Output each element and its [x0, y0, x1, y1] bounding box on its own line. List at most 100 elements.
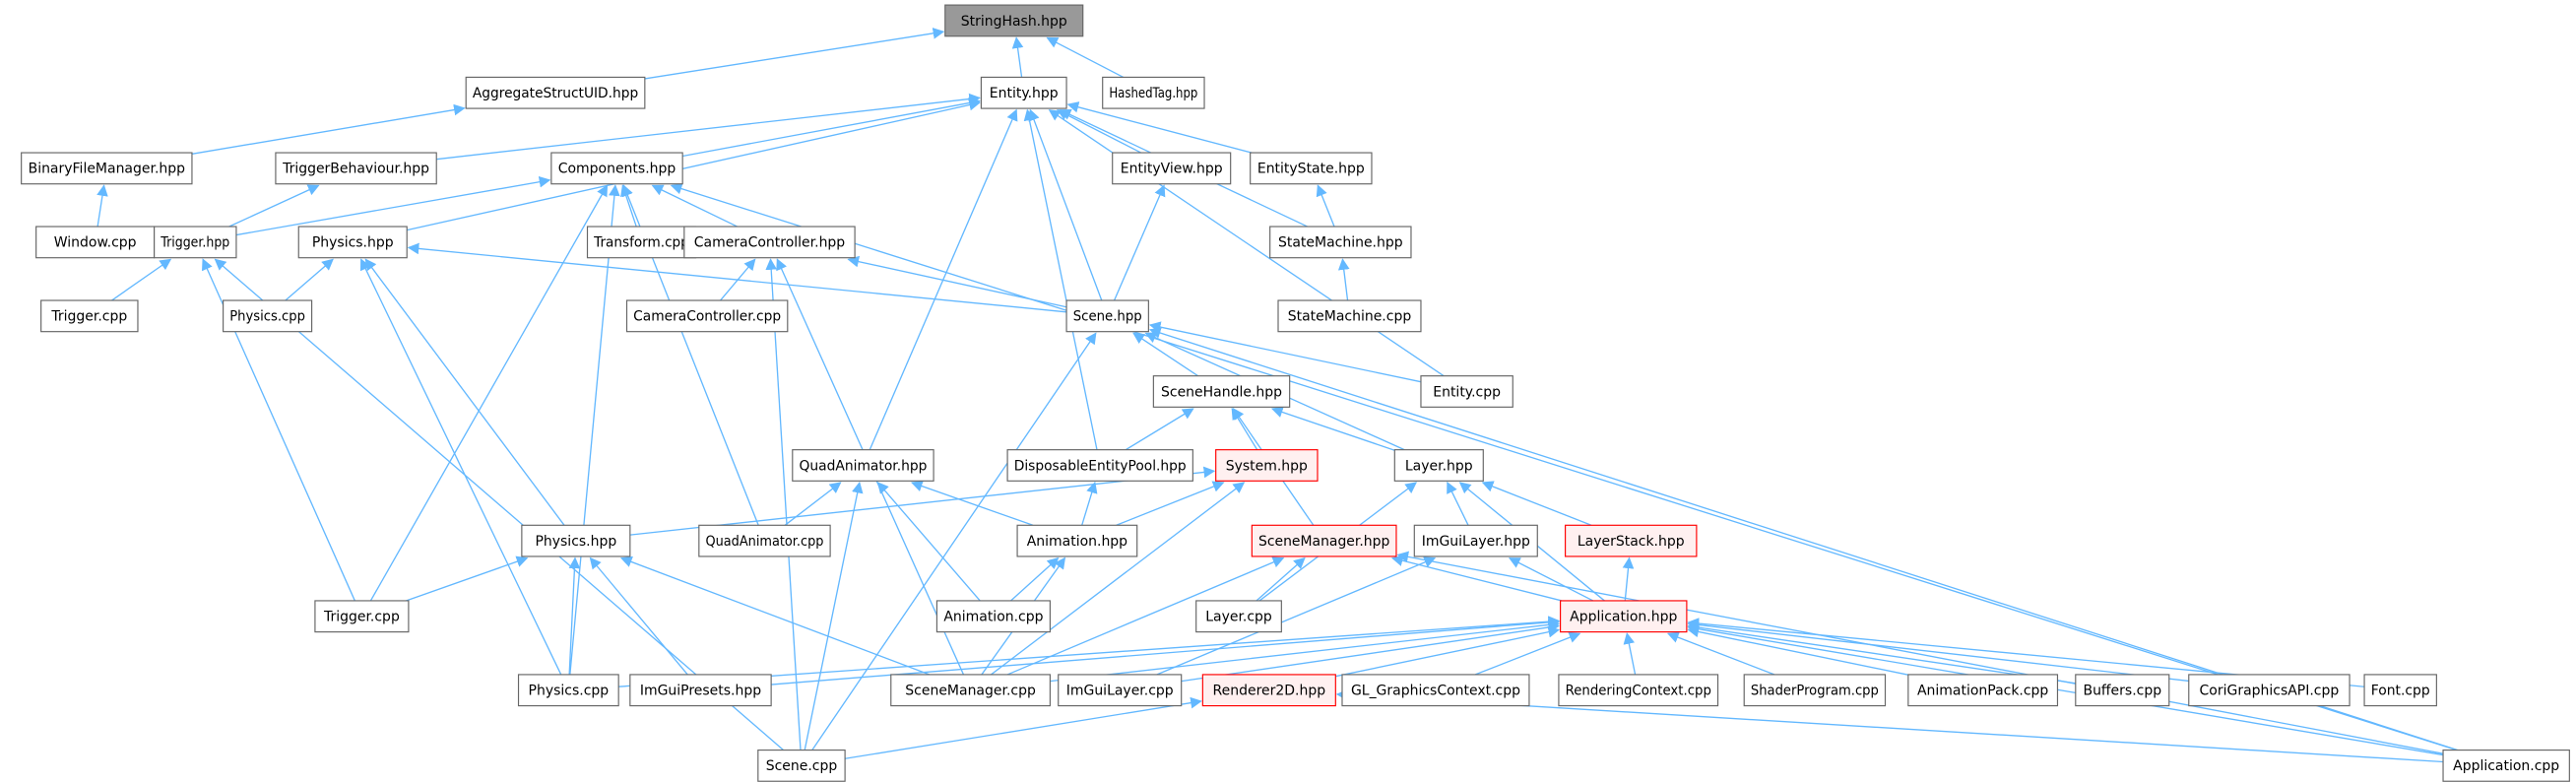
edge-systemhpp-includes-scenehandle — [1231, 408, 1258, 450]
node-box — [1102, 76, 1205, 109]
node-physicscpp2[interactable]: Physics.cpp — [517, 674, 619, 707]
edge-scenemgrcpp-includes-scenemgrhpp — [1006, 556, 1285, 676]
edge-scenehpp-includes-camctrlhpp — [847, 255, 1067, 308]
edge-animationhpp-includes-systemhpp — [1116, 481, 1225, 526]
node-triggerbeh[interactable]: TriggerBehaviour.hpp — [275, 152, 437, 185]
edge-transformcpp-includes-components — [620, 184, 637, 228]
node-label: ImGuiLayer.hpp — [1422, 534, 1530, 550]
node-triggercpp2[interactable]: Trigger.cpp — [314, 600, 410, 633]
edge-scenecpp-includes-renderer2d — [845, 696, 1202, 759]
node-physicshpp2[interactable]: Physics.hpp — [521, 524, 631, 557]
node-box — [1250, 152, 1373, 185]
node-statemachinecpp[interactable]: StateMachine.cpp — [1277, 299, 1422, 333]
edge-components-includes-entity — [682, 97, 981, 158]
edge-triggercpp1-includes-triggerhpp — [111, 258, 172, 301]
node-label: CoriGraphicsAPI.cpp — [2200, 684, 2340, 699]
node-binaryfm[interactable]: BinaryFileManager.hpp — [21, 152, 193, 185]
node-entityview[interactable]: EntityView.hpp — [1112, 152, 1232, 185]
edge-binaryfm-includes-aggregate — [191, 103, 466, 155]
node-imguipresets[interactable]: ImGuiPresets.hpp — [629, 674, 772, 707]
node-entitystate[interactable]: EntityState.hpp — [1250, 152, 1373, 185]
node-layerstack[interactable]: LayerStack.hpp — [1565, 524, 1698, 557]
node-layercpp[interactable]: Layer.cpp — [1195, 600, 1282, 633]
node-scenecpp[interactable]: Scene.cpp — [757, 749, 846, 782]
node-box — [517, 674, 619, 707]
node-box — [1341, 674, 1530, 707]
edge-physicscpp2-includes-physicshpp1 — [359, 258, 562, 676]
node-scenemgrhpp[interactable]: SceneManager.hpp — [1251, 524, 1397, 557]
node-imguilayerhpp[interactable]: ImGuiLayer.hpp — [1413, 524, 1538, 557]
edge-imguilayercpp-includes-imguilayerhpp — [1156, 556, 1437, 676]
node-box — [1251, 524, 1397, 557]
node-scenehandle[interactable]: SceneHandle.hpp — [1152, 375, 1291, 408]
node-triggercpp1[interactable]: Trigger.cpp — [40, 299, 139, 333]
node-label: Physics.cpp — [229, 309, 305, 325]
node-box — [2442, 749, 2570, 782]
node-triggerhpp[interactable]: Trigger.hpp — [154, 226, 237, 259]
node-windowcpp[interactable]: Window.cpp — [35, 226, 156, 259]
node-animpack[interactable]: AnimationPack.cpp — [1907, 674, 2059, 707]
node-label: Entity.hpp — [990, 86, 1059, 101]
node-animationcpp[interactable]: Animation.cpp — [935, 600, 1051, 633]
node-animationhpp[interactable]: Animation.hpp — [1016, 524, 1138, 557]
edge-triggercpp2-includes-physicshpp2 — [406, 555, 529, 602]
node-entity[interactable]: Entity.hpp — [980, 76, 1067, 109]
edge-scenemgrcpp-includes-physicshpp2 — [619, 555, 930, 676]
node-quadanimcpp[interactable]: QuadAnimator.cpp — [698, 524, 831, 557]
node-label: Font.cpp — [2371, 684, 2430, 699]
node-box — [1112, 152, 1232, 185]
node-label: QuadAnimator.hpp — [799, 458, 927, 474]
node-aggregate[interactable]: AggregateStructUID.hpp — [465, 76, 646, 109]
node-label: Trigger.cpp — [50, 309, 127, 325]
node-appcpp[interactable]: Application.cpp — [2442, 749, 2570, 782]
node-label: Animation.cpp — [943, 610, 1043, 625]
node-physicshpp1[interactable]: Physics.hpp — [297, 226, 408, 259]
node-scenemgrcpp[interactable]: SceneManager.cpp — [890, 674, 1051, 707]
node-label: HashedTag.hpp — [1109, 86, 1197, 101]
edge-scenemgrcpp-includes-systemhpp — [991, 482, 1246, 676]
node-camctrlcpp[interactable]: CameraController.cpp — [625, 299, 789, 333]
node-statemachinehpp[interactable]: StateMachine.hpp — [1269, 226, 1412, 259]
node-box — [1152, 375, 1291, 408]
node-renderer2d[interactable]: Renderer2D.hpp — [1201, 674, 1336, 707]
node-apphpp[interactable]: Application.hpp — [1560, 600, 1688, 633]
node-physicscpp1[interactable]: Physics.cpp — [223, 299, 313, 333]
node-fontcpp[interactable]: Font.cpp — [2363, 674, 2437, 707]
node-camctrlhpp[interactable]: CameraController.hpp — [683, 226, 856, 259]
edge-physicscpp2-includes-apphpp — [618, 616, 1561, 687]
edge-corigfx-includes-apphpp — [1687, 619, 2189, 683]
edge-entitystate-includes-entity — [1066, 101, 1253, 154]
node-stringhash[interactable]: StringHash.hpp — [944, 4, 1084, 37]
edge-layercpp-includes-scenemgrhpp — [1256, 556, 1306, 602]
node-label: Transform.cpp — [593, 235, 689, 251]
node-layerhpp[interactable]: Layer.hpp — [1393, 449, 1484, 482]
node-entitycpp[interactable]: Entity.cpp — [1420, 375, 1513, 408]
node-hashedtag[interactable]: HashedTag.hpp — [1102, 76, 1205, 109]
node-disposable[interactable]: DisposableEntityPool.hpp — [1006, 449, 1193, 482]
node-box — [223, 299, 313, 333]
edge-layerhpp-includes-scenehandle — [1270, 406, 1395, 451]
node-box — [2075, 674, 2170, 707]
node-box — [275, 152, 437, 185]
node-box — [1413, 524, 1538, 557]
node-quadanimhpp[interactable]: QuadAnimator.hpp — [792, 449, 934, 482]
node-imguilayercpp[interactable]: ImGuiLayer.cpp — [1058, 674, 1183, 707]
node-renderctx[interactable]: RenderingContext.cpp — [1558, 674, 1719, 707]
node-transformcpp[interactable]: Transform.cpp — [586, 226, 697, 259]
edge-triggercpp2-includes-components — [369, 184, 609, 602]
node-box — [297, 226, 408, 259]
node-buffers[interactable]: Buffers.cpp — [2075, 674, 2170, 707]
node-corigfx[interactable]: CoriGraphicsAPI.cpp — [2188, 674, 2351, 707]
node-systemhpp[interactable]: System.hpp — [1215, 449, 1319, 482]
node-label: GL_GraphicsContext.cpp — [1351, 684, 1520, 699]
edge-physicscpp2-includes-physicshpp2 — [568, 556, 581, 675]
edge-disposable-includes-entity — [1023, 108, 1098, 450]
node-label: DisposableEntityPool.hpp — [1014, 458, 1187, 474]
node-scenehpp[interactable]: Scene.hpp — [1065, 299, 1149, 333]
node-box — [1195, 600, 1282, 633]
node-components[interactable]: Components.hpp — [550, 152, 683, 185]
node-box — [792, 449, 934, 482]
node-glctx[interactable]: GL_GraphicsContext.cpp — [1341, 674, 1530, 707]
node-shaderprog[interactable]: ShaderProgram.cpp — [1743, 674, 1887, 707]
